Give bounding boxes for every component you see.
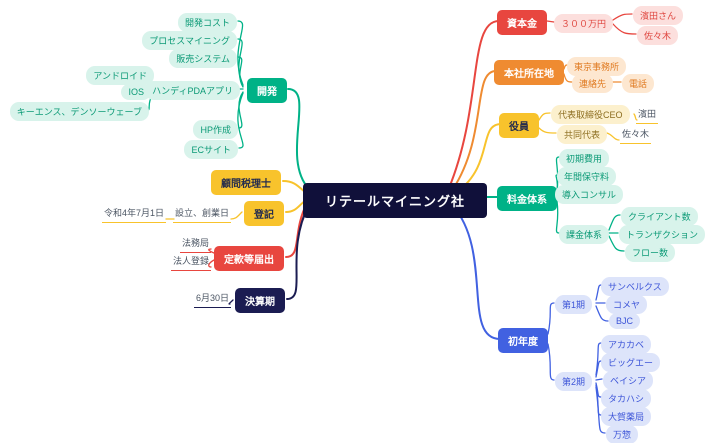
main-connectors (282, 20, 502, 340)
node-taiga-pharmacy[interactable]: 大賀薬局 (601, 407, 652, 426)
node-keyence-denso[interactable]: キーエンス、デンソーウェーブ (9, 102, 149, 121)
node-komeya[interactable]: コメヤ (606, 295, 648, 314)
node-corporate-reg[interactable]: 法人登録 (170, 253, 211, 271)
wire-ceo (538, 112, 551, 121)
node-contact[interactable]: 連絡先 (572, 74, 614, 93)
node-client-count[interactable]: クライアント数 (621, 207, 698, 226)
node-tax-advisor[interactable]: 顧問税理士 (211, 170, 281, 195)
wire-billing-system (555, 200, 560, 234)
wire-sunbelx (595, 284, 602, 301)
node-officers[interactable]: 役員 (499, 113, 539, 138)
node-pricing[interactable]: 料金体系 (497, 186, 557, 211)
node-akakabe[interactable]: アカカベ (601, 335, 652, 354)
node-flow-count[interactable]: フロー数 (625, 243, 676, 262)
node-initial-cost[interactable]: 初期費用 (559, 149, 610, 168)
node-process-mining[interactable]: プロセスマイニング (142, 31, 237, 50)
wire-contact (563, 73, 573, 83)
node-beisia[interactable]: ベイシア (603, 371, 654, 390)
node-dev-cost[interactable]: 開発コスト (177, 13, 237, 32)
node-phone[interactable]: 電話 (622, 74, 655, 93)
node-sales-system[interactable]: 販売システム (169, 49, 237, 68)
node-registration[interactable]: 登記 (244, 201, 284, 226)
node-sunbelx[interactable]: サンベルクス (601, 277, 669, 296)
wire-big-a (595, 360, 602, 378)
wire-hamada (633, 113, 638, 121)
sub-connectors (147, 13, 638, 434)
node-hp-create[interactable]: HP作成 (193, 120, 238, 139)
wire-legal-bureau (208, 248, 215, 254)
wire-dev (287, 88, 310, 190)
node-first-year[interactable]: 初年度 (498, 328, 548, 353)
wire-term-2 (547, 343, 555, 381)
node-manso[interactable]: 万惣 (606, 425, 639, 443)
wire-officers (456, 123, 502, 193)
wire-flow-count (608, 235, 625, 252)
wire-sasaki-capital (612, 23, 637, 35)
node-capital-amount[interactable]: ３００万円 (554, 14, 614, 33)
node-bjc[interactable]: BJC (609, 313, 641, 329)
wire-fiscal-term (286, 204, 310, 300)
node-legal-bureau[interactable]: 法務局 (179, 235, 211, 253)
node-transaction[interactable]: トランザクション (619, 225, 706, 244)
wire-manso (595, 386, 606, 434)
node-hamada-san[interactable]: 濱田さん (633, 6, 684, 25)
node-fiscal-term[interactable]: 決算期 (235, 288, 285, 313)
node-tokyo-office[interactable]: 東京事務所 (567, 57, 627, 76)
wire-client-count (608, 214, 621, 231)
node-articles-filing[interactable]: 定款等届出 (214, 246, 284, 271)
wire-corporate-reg (208, 259, 215, 268)
node-big-a[interactable]: ビッグエー (601, 353, 661, 372)
node-annual-maintenance[interactable]: 年間保守料 (557, 167, 617, 186)
wire-term-1 (547, 302, 555, 335)
node-co-representative[interactable]: 共同代表 (557, 125, 608, 144)
node-pda-app[interactable]: ハンディPDAアプリ (145, 81, 240, 100)
node-founding-date[interactable]: 令和4年7月1日 (101, 205, 166, 223)
wire-founding (230, 211, 243, 220)
wire-bjc (595, 305, 609, 322)
node-term-1[interactable]: 第1期 (555, 295, 593, 314)
node-term-2[interactable]: 第2期 (555, 372, 593, 391)
node-ec-site[interactable]: ECサイト (184, 140, 238, 159)
wire-co-representative (538, 127, 557, 134)
node-ios[interactable]: IOS (121, 84, 151, 100)
node-hamada[interactable]: 濱田 (636, 106, 659, 124)
node-sasaki-capital[interactable]: 佐々木 (637, 26, 679, 45)
node-central-topic[interactable]: リテールマイニング社 (303, 183, 488, 218)
wire-head-office (452, 70, 497, 190)
wire-hamada-san (612, 13, 633, 21)
node-dev[interactable]: 開発 (247, 78, 287, 103)
node-ceo[interactable]: 代表取締役CEO (551, 105, 630, 124)
wire-fiscal-date (228, 299, 234, 305)
node-implementation-consulting[interactable]: 導入コンサル (555, 185, 624, 204)
wire-tokyo-office (563, 64, 568, 70)
wire-capital-amount (546, 20, 555, 23)
node-android[interactable]: アンドロイド (86, 66, 154, 85)
node-sasaki-officer[interactable]: 佐々木 (620, 126, 652, 144)
wire-sales-system (237, 56, 244, 88)
wire-beisia (595, 378, 603, 381)
wire-first-year (452, 205, 501, 340)
node-head-office[interactable]: 本社所在地 (494, 60, 564, 85)
node-takahashi[interactable]: タカハシ (601, 389, 652, 408)
node-capital[interactable]: 資本金 (497, 10, 547, 35)
wire-capital (448, 20, 500, 189)
node-founding[interactable]: 設立、創業日 (172, 205, 231, 223)
wire-akakabe (595, 342, 602, 376)
wire-ec-site (237, 92, 244, 149)
wire-hp-create (238, 91, 244, 129)
wire-sasaki-officer (606, 132, 620, 141)
node-fiscal-date[interactable]: 6月30日 (193, 290, 231, 308)
node-billing-system[interactable]: 課金体系 (559, 225, 610, 244)
